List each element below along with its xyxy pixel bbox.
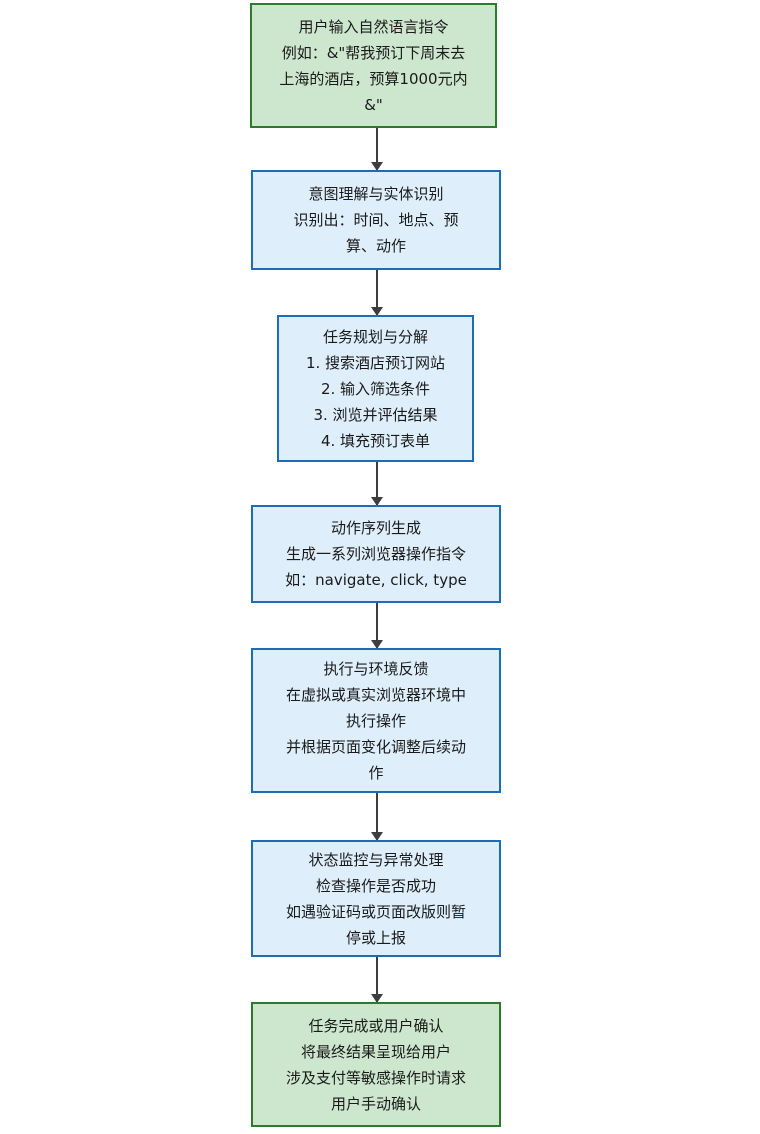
flow-node-line: 并根据页面变化调整后续动	[285, 737, 466, 756]
flow-node-line: 上海的酒店，预算1000元内	[279, 69, 468, 88]
flow-node-line: 动作序列生成	[330, 519, 421, 537]
flow-node-line: 状态监控与异常处理	[308, 850, 444, 869]
flow-node-line: 例如：&"帮我预订下周末去	[281, 43, 466, 62]
flow-node-planning[interactable]: 任务规划与分解 1. 搜索酒店预订网站 2. 输入筛选条件 3. 浏览并评估结果…	[277, 315, 474, 462]
flow-node-line: 如：navigate, click, type	[285, 571, 467, 589]
flow-node-line: &"	[364, 95, 383, 114]
flow-node-line: 执行操作	[345, 711, 406, 730]
flow-node-line: 执行与环境反馈	[323, 659, 429, 678]
flow-node-execution[interactable]: 执行与环境反馈 在虚拟或真实浏览器环境中 执行操作 并根据页面变化调整后续动 作	[251, 648, 501, 793]
flow-node-line: 用户手动确认	[330, 1094, 421, 1113]
flow-arrow-intent-to-planning	[371, 270, 383, 316]
flow-arrow-execution-to-monitoring	[371, 793, 383, 841]
flow-node-line: 在虚拟或真实浏览器环境中	[285, 685, 466, 704]
flow-node-line: 算、动作	[345, 237, 406, 255]
flow-node-line: 涉及支付等敏感操作时请求	[285, 1068, 466, 1087]
flow-node-line: 3. 浏览并评估结果	[313, 405, 438, 424]
flow-node-intent[interactable]: 意图理解与实体识别 识别出：时间、地点、预 算、动作	[251, 170, 501, 270]
flow-node-line: 作	[368, 763, 384, 782]
flow-node-line: 识别出：时间、地点、预	[293, 211, 459, 229]
flow-node-line: 4. 填充预订表单	[320, 431, 431, 450]
flow-node-line: 任务规划与分解	[322, 327, 428, 346]
flow-arrow-planning-to-action-sequence	[371, 462, 383, 506]
flow-node-line: 如遇验证码或页面改版则暂	[285, 902, 466, 921]
flow-node-line: 用户输入自然语言指令	[298, 17, 449, 36]
flow-node-action-sequence[interactable]: 动作序列生成 生成一系列浏览器操作指令 如：navigate, click, t…	[251, 505, 501, 603]
flow-node-line: 检查操作是否成功	[315, 876, 436, 895]
flow-node-line: 1. 搜索酒店预订网站	[305, 353, 446, 372]
flow-node-line: 生成一系列浏览器操作指令	[285, 545, 466, 563]
flow-node-completion[interactable]: 任务完成或用户确认 将最终结果呈现给用户 涉及支付等敏感操作时请求 用户手动确认	[251, 1002, 501, 1127]
flow-node-line: 意图理解与实体识别	[308, 185, 444, 203]
flow-node-line: 停或上报	[345, 928, 406, 947]
flow-node-line: 任务完成或用户确认	[308, 1016, 444, 1035]
flow-node-line: 将最终结果呈现给用户	[300, 1042, 451, 1061]
flow-arrow-user-input-to-intent	[371, 128, 383, 171]
flow-arrow-action-sequence-to-execution	[371, 603, 383, 649]
flow-node-user-input[interactable]: 用户输入自然语言指令 例如：&"帮我预订下周末去 上海的酒店，预算1000元内 …	[250, 3, 497, 128]
flow-node-line: 2. 输入筛选条件	[320, 379, 431, 398]
flow-arrow-monitoring-to-completion	[371, 957, 383, 1003]
flow-node-monitoring[interactable]: 状态监控与异常处理 检查操作是否成功 如遇验证码或页面改版则暂 停或上报	[251, 840, 501, 957]
